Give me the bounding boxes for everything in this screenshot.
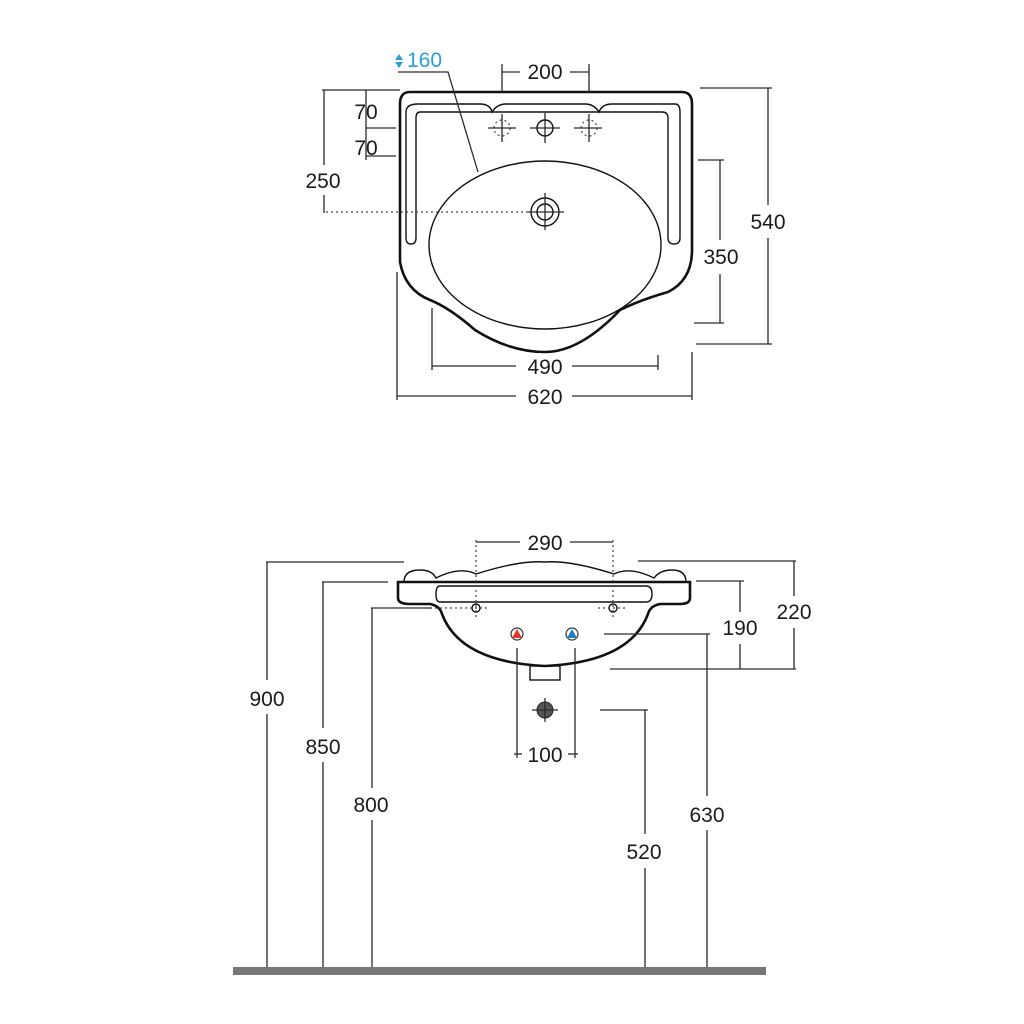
up-down-arrow-icon (395, 54, 403, 68)
dim-floor-to-supply: 630 (689, 804, 724, 827)
dim-floor-to-waste: 520 (626, 841, 661, 864)
trap (529, 665, 561, 681)
dim-drain-depth: 250 (305, 170, 340, 193)
dim-tap-offset-1: 70 (354, 101, 377, 124)
top-view: 160 200 70 70 250 540 350 490 (305, 49, 785, 409)
dim-bowl-depth: 350 (703, 246, 738, 269)
dim-190: 190 (722, 617, 757, 640)
tap-hole-right-icon (574, 114, 602, 142)
dim-fixing-spacing: 290 (527, 532, 562, 555)
tap-hole-centre-icon (530, 113, 560, 143)
tap-hole-left-icon (488, 114, 516, 142)
hot-supply-icon (510, 627, 524, 641)
basin-outline (398, 90, 694, 354)
dim-tap-offset-2: 70 (354, 137, 377, 160)
dim-tap-spacing: 200 (527, 61, 562, 84)
dim-floor-to-top: 900 (249, 688, 284, 711)
front-elevation: 290 100 220 190 900 850 800 (233, 532, 812, 975)
dim-total-depth: 540 (750, 211, 785, 234)
waste-outlet-icon (532, 698, 558, 722)
dim-bowl-width: 490 (527, 356, 562, 379)
basin-front-outline (396, 580, 692, 668)
drain-icon (528, 193, 564, 230)
floor-line (233, 967, 766, 975)
bowl (428, 160, 662, 330)
basin-rim (405, 103, 681, 245)
dim-waste-spacing: 100 (527, 744, 562, 767)
dim-floor-to-fixing: 800 (353, 794, 388, 817)
dim-total-width: 620 (527, 386, 562, 409)
overflow-label: 160 (407, 49, 442, 72)
dim-floor-to-rim: 850 (305, 736, 340, 759)
dim-220: 220 (776, 601, 811, 624)
cold-supply-icon (565, 627, 579, 641)
